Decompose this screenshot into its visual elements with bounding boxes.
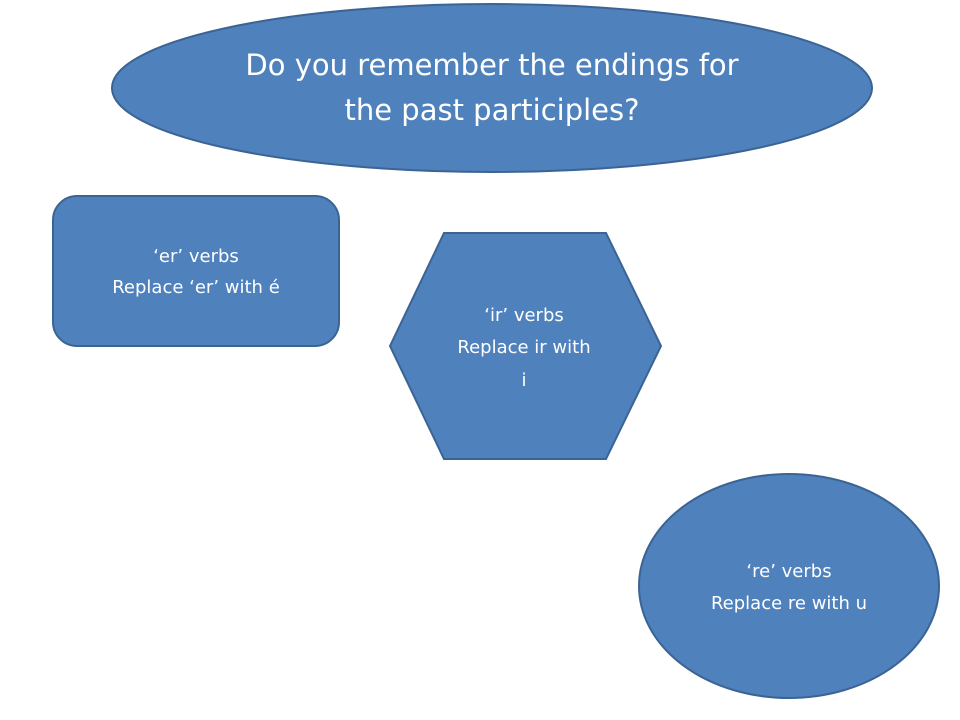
er-verbs-line-1: ‘er’ verbs	[153, 246, 239, 267]
re-verbs-line-1: ‘re’ verbs	[746, 561, 831, 582]
ir-verbs-line-3: i	[521, 370, 526, 391]
re-verbs-oval-shape	[638, 473, 940, 699]
ir-verbs-line-2: Replace ir with	[457, 337, 590, 358]
er-verbs-box-shape	[52, 195, 340, 347]
er-verbs-line-2: Replace ‘er’ with é	[112, 277, 280, 298]
re-verbs-oval[interactable]: ‘re’ verbs Replace re with u	[638, 473, 940, 699]
re-verbs-line-2: Replace re with u	[711, 593, 867, 614]
ir-verbs-line-1: ‘ir’ verbs	[484, 305, 564, 326]
er-verbs-box[interactable]: ‘er’ verbs Replace ‘er’ with é	[52, 195, 340, 347]
ir-verbs-hexagon-shape	[388, 232, 663, 460]
ir-verbs-hexagon[interactable]: ‘ir’ verbs Replace ir with i	[388, 232, 663, 460]
title-line-1: Do you remember the endings for	[245, 48, 738, 82]
title-line-2: the past participles?	[344, 93, 639, 127]
title-oval-shape	[111, 3, 873, 173]
title-oval[interactable]: Do you remember the endings for the past…	[111, 3, 873, 173]
